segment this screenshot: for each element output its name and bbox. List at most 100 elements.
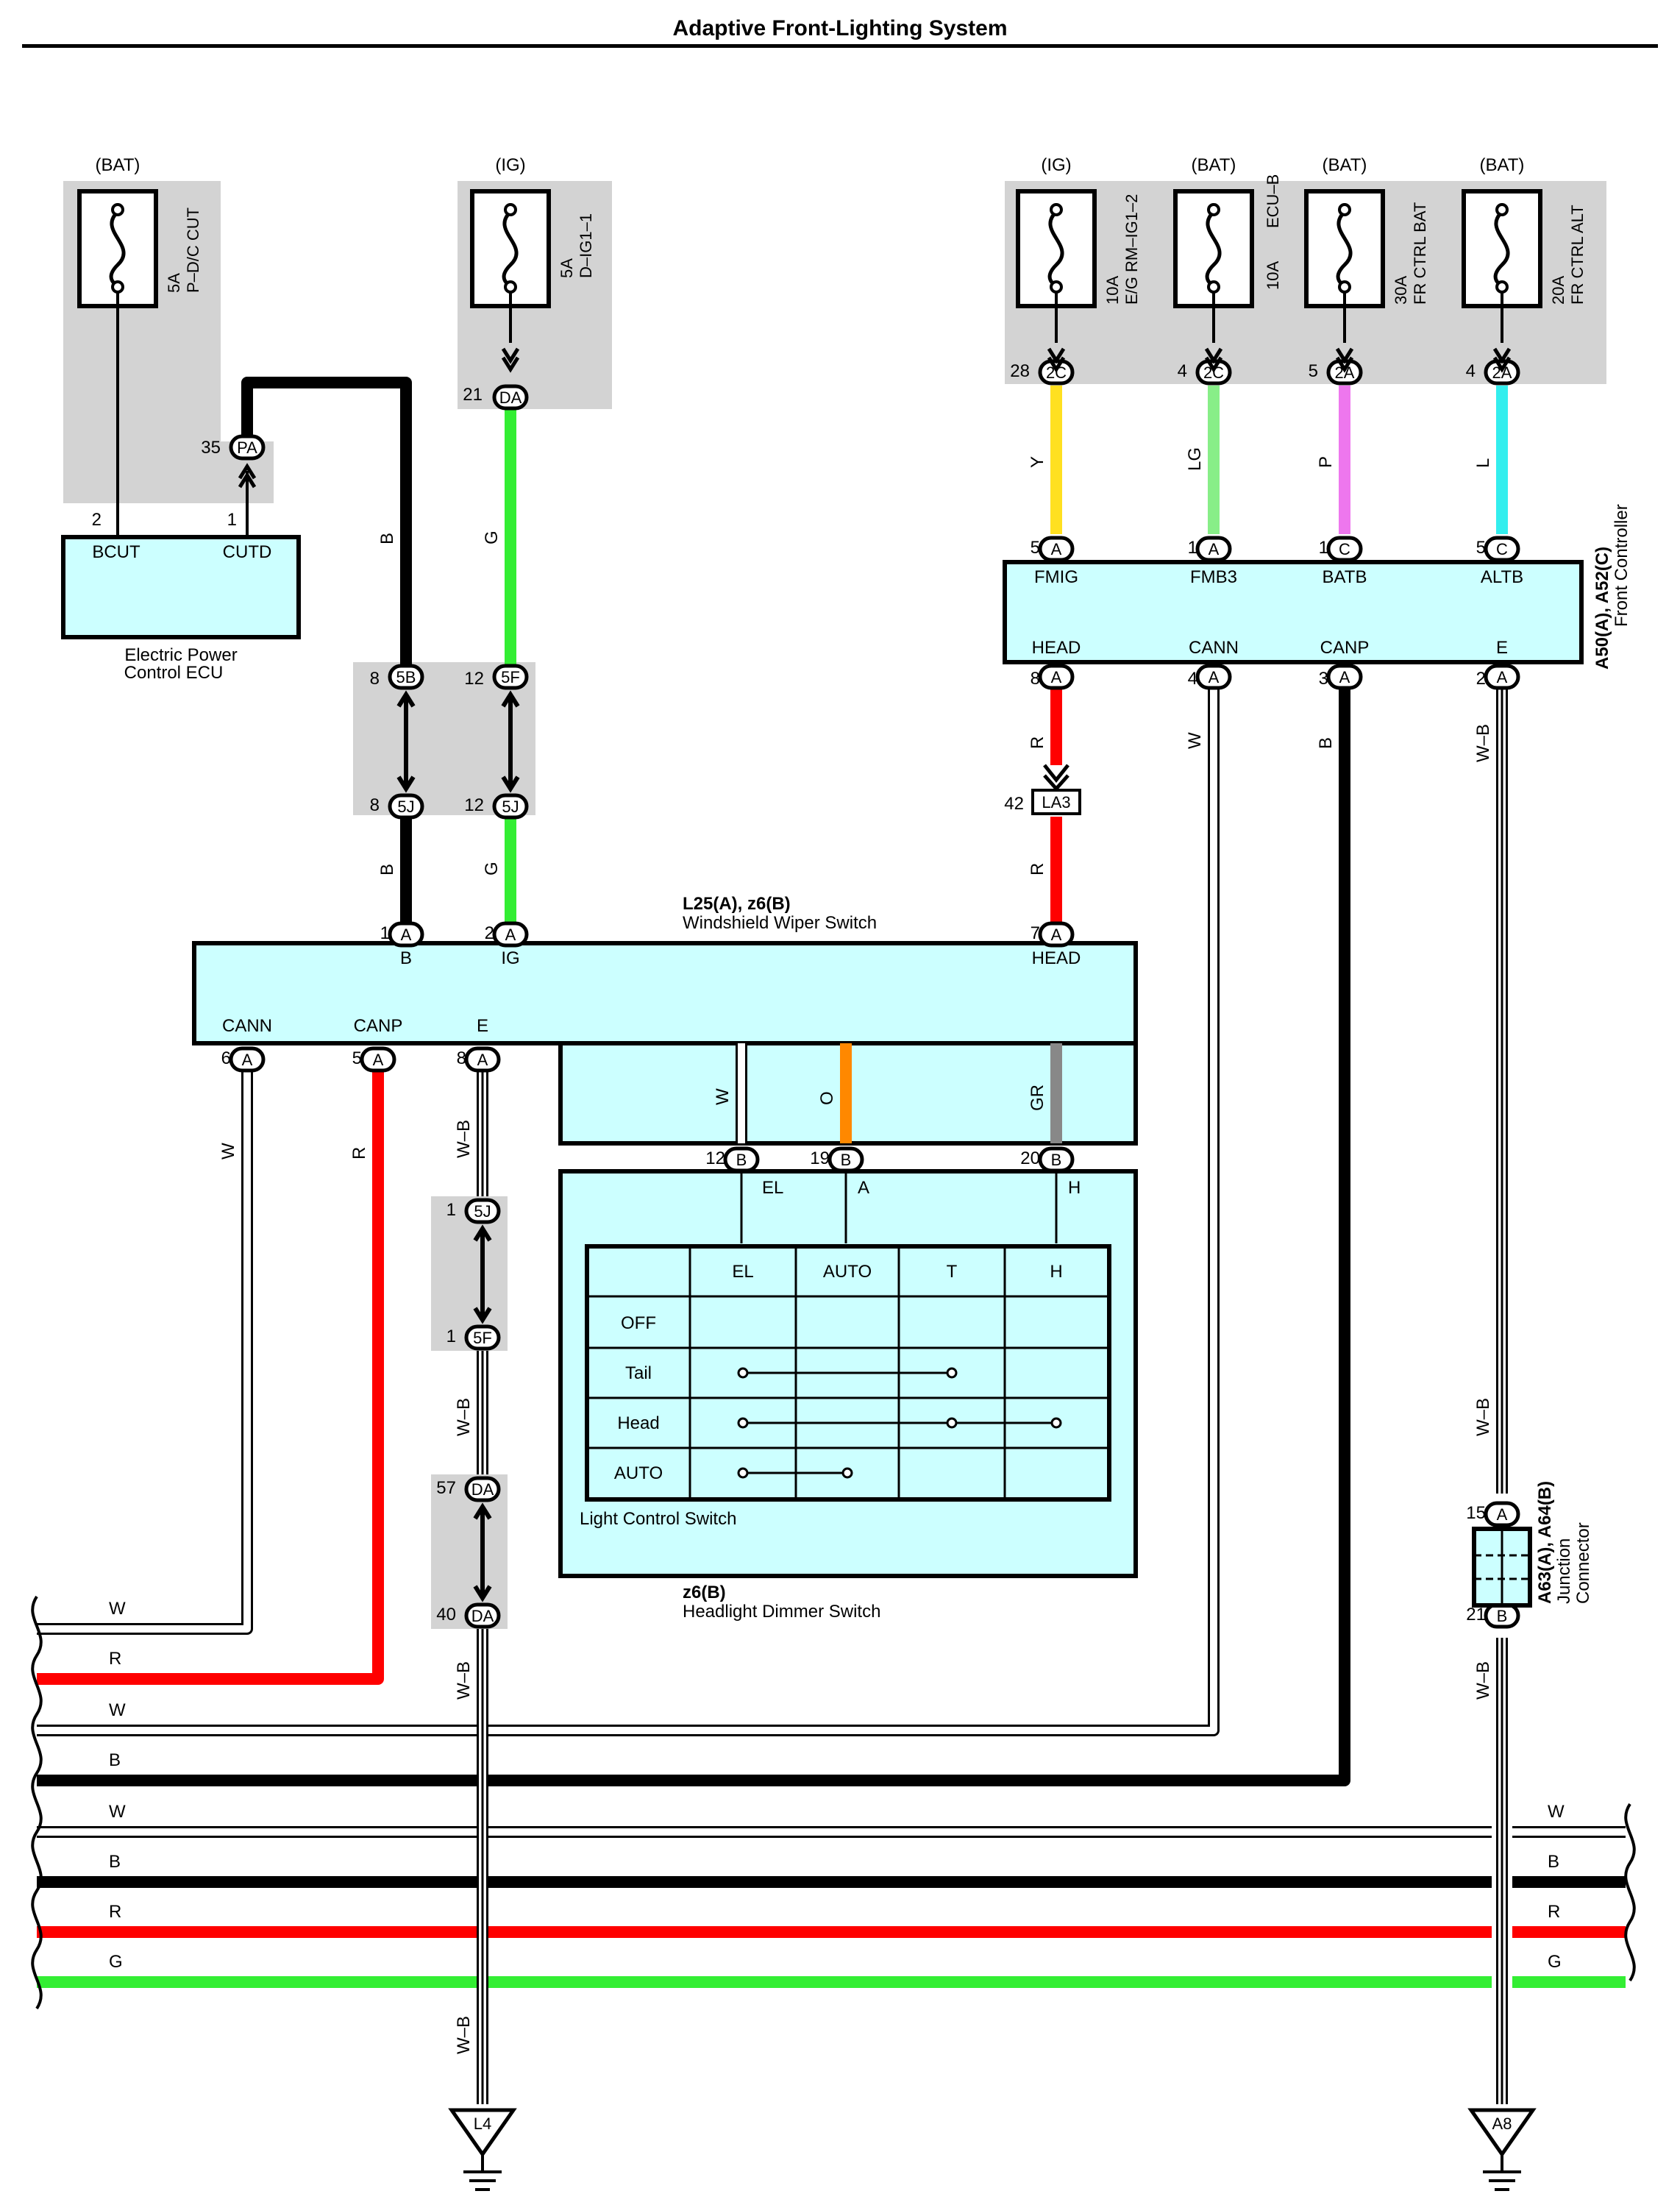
svg-text:LG: LG	[1185, 447, 1205, 471]
pin-number-labels: 35 21 28 4 5 4 5 1 1 5 8 4 3 2 8 12 8 12…	[201, 361, 1486, 1625]
svg-text:19: 19	[810, 1148, 830, 1168]
connector-pin: A	[492, 921, 529, 948]
connector-pin-label: PA	[237, 438, 257, 457]
dim-code: z6(B)	[683, 1583, 726, 1602]
fuse-group	[77, 189, 1542, 308]
svg-text:2: 2	[1476, 669, 1486, 689]
junction-arrow	[473, 1502, 492, 1602]
epc-num-bcut: 2	[92, 510, 102, 530]
connector-pin-label: C	[1339, 540, 1350, 558]
svg-text:L: L	[1473, 458, 1493, 468]
svg-text:W–B: W–B	[1473, 1661, 1493, 1700]
connector-pin: A	[360, 1046, 396, 1073]
connector-pin-label: A	[373, 1051, 384, 1069]
grounds: L4 A8	[448, 2108, 1537, 2191]
svg-text:B: B	[1548, 1852, 1559, 1872]
svg-text:B: B	[377, 864, 397, 876]
connector-pin: A	[388, 921, 424, 948]
connector-pin: 5B	[388, 664, 424, 690]
connector-pin: C	[1326, 536, 1363, 562]
svg-text:5: 5	[1309, 361, 1318, 381]
fuse-labels: 5A P–D/C CUT 5A D–IG1–1 10A E/G RM–IG1–2…	[165, 174, 1587, 305]
svg-text:15: 15	[1466, 1503, 1486, 1523]
svg-text:P: P	[1316, 456, 1336, 468]
connector-pin: B	[1038, 1146, 1075, 1173]
svg-text:57: 57	[436, 1478, 456, 1498]
svg-text:12: 12	[464, 669, 484, 689]
connector-pin: A	[464, 1046, 501, 1073]
connector-pin-label: 5J	[502, 798, 519, 816]
connector-pin: 5F	[464, 1324, 501, 1351]
svg-text:1: 1	[1319, 538, 1328, 558]
connector-pin-label: A	[477, 1051, 488, 1069]
fuse-name-1: P–D/C CUT	[184, 207, 202, 293]
epc-num-cutd: 1	[227, 510, 237, 530]
la3-splice: LA3 42	[1004, 764, 1081, 815]
junction-connector	[1472, 1527, 1532, 1608]
svg-text:G: G	[482, 862, 502, 876]
fc-pin-altb: ALTB	[1481, 567, 1523, 587]
svg-text:21: 21	[463, 385, 483, 405]
lcs-row-head: Head	[617, 1413, 659, 1433]
component-texts: BCUT CUTD Electric Power Control ECU 2 1…	[92, 504, 1631, 1622]
fuse-rating-4: 10A	[1264, 261, 1282, 290]
svg-text:42: 42	[1004, 794, 1024, 814]
connector-pin: A	[1038, 536, 1075, 562]
connector-pin-label: A	[1051, 926, 1062, 944]
connector-pin: A	[1195, 664, 1232, 690]
connector-pin: A	[1038, 921, 1075, 948]
svg-text:R: R	[109, 1649, 121, 1669]
fc-pin-batb: BATB	[1323, 567, 1367, 587]
connector-pin: A	[1038, 664, 1075, 690]
svg-text:B: B	[109, 1750, 121, 1770]
fuse-supply-4: (BAT)	[1192, 155, 1236, 175]
ground-a8: A8	[1492, 2115, 1512, 2133]
connector-pin-label: DA	[471, 1480, 494, 1499]
svg-text:W–B: W–B	[1473, 1398, 1493, 1436]
ws-pin-b: B	[400, 948, 412, 968]
svg-text:2: 2	[485, 923, 494, 943]
lcs-name: Light Control Switch	[580, 1509, 736, 1529]
svg-text:20: 20	[1020, 1148, 1040, 1168]
svg-text:28: 28	[1010, 361, 1030, 381]
svg-text:W: W	[1185, 732, 1205, 749]
ws-pin-cann: CANN	[222, 1016, 272, 1036]
diagram-title: Adaptive Front-Lighting System	[672, 16, 1007, 40]
svg-text:R: R	[349, 1147, 369, 1160]
svg-text:6: 6	[221, 1048, 231, 1068]
fuse-rating-6: 20A	[1549, 276, 1567, 305]
svg-text:W: W	[713, 1088, 733, 1105]
jc-line1: Junction	[1554, 1538, 1574, 1604]
fuse-rating-5: 30A	[1392, 276, 1410, 305]
svg-text:G: G	[109, 1952, 123, 1972]
connector-pin: A	[229, 1046, 266, 1073]
fuse-rating-1: 5A	[165, 273, 183, 293]
ws-pin-ig: IG	[501, 948, 519, 968]
svg-text:G: G	[1548, 1952, 1562, 1972]
connector-pin-label: DA	[471, 1607, 494, 1625]
fc-pin-fmig: FMIG	[1034, 567, 1078, 587]
svg-text:1: 1	[446, 1327, 456, 1346]
svg-text:4: 4	[1188, 669, 1197, 689]
connector-pin-label: B	[1051, 1151, 1062, 1169]
lcs-row-tail: Tail	[625, 1363, 652, 1383]
epc-ecu-box	[61, 535, 301, 639]
connector-pin: A	[1195, 536, 1232, 562]
fuse-supply-2: (IG)	[495, 155, 525, 175]
connector-pin-label: A	[1497, 1505, 1508, 1524]
svg-text:21: 21	[1466, 1605, 1486, 1625]
connector-pin: DA	[464, 1476, 501, 1502]
epc-pin-bcut: BCUT	[92, 542, 140, 562]
component-boxes	[61, 535, 1584, 1578]
svg-text:W–B: W–B	[454, 1120, 474, 1158]
svg-text:R: R	[1548, 1902, 1560, 1922]
arrows	[238, 347, 1512, 489]
connector-pin: B	[723, 1146, 760, 1173]
junction-arrow	[473, 1224, 492, 1324]
connector-pin: A	[1326, 664, 1363, 690]
dim-pin-el: EL	[762, 1178, 783, 1198]
connector-pin: B	[827, 1146, 864, 1173]
jc-code: A63(A), A64(B)	[1535, 1481, 1555, 1604]
connector-pin-label: A	[1209, 540, 1220, 558]
